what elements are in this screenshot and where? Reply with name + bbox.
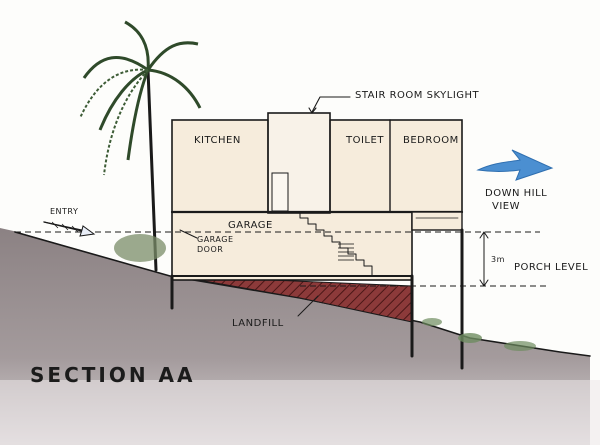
label-stair-room-skylight: STAIR ROOM SKYLIGHT [355,90,480,101]
ground-line [14,231,591,357]
label-entry: ENTRY [50,207,78,216]
label-landfill: LANDFILL [232,318,284,329]
garage-door-pointer [179,229,198,239]
palm-tree [79,20,202,272]
house [170,112,464,370]
label-bedroom: BEDROOM [403,135,459,146]
label-garage-door-line1: GARAGE [197,235,234,244]
label-downhill-line1: DOWN HILL [485,188,547,199]
label-downhill-line2: VIEW [492,201,520,212]
label-garage-door-line2: DOOR [197,245,223,254]
section-title: SECTION AA [30,363,196,387]
label-height: 3m [491,255,505,264]
label-toilet: TOILET [345,135,384,146]
label-kitchen: KITCHEN [194,135,241,146]
ground-lower-wash [0,380,600,445]
landfill-pointer [297,295,319,317]
label-garage: GARAGE [228,220,273,231]
skylight-pointer [311,96,351,113]
label-porch-level: PORCH LEVEL [514,262,588,273]
entry-arrow [43,221,96,237]
downhill-arrow [476,149,554,181]
shrubs [422,318,536,351]
